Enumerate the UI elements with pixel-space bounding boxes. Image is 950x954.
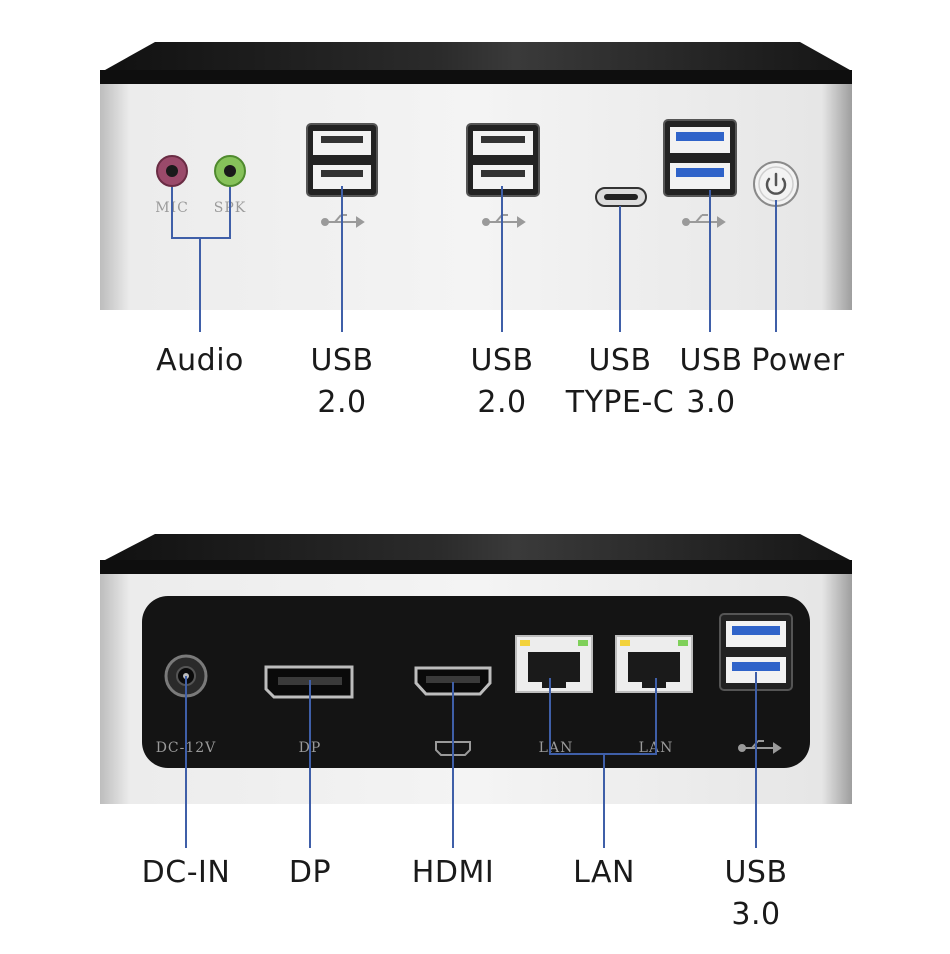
callout-usb3-rear-line-2: 3.0 [731, 897, 781, 932]
usb3-front-port-icon [663, 119, 737, 197]
usb2-port-b-icon [466, 123, 540, 197]
lan-port-1-icon [515, 635, 593, 693]
front-callout-lines [171, 186, 777, 332]
speaker-jack-icon [214, 155, 246, 187]
callout-dp: DP [270, 852, 350, 894]
callout-audio-line-1: Audio [156, 343, 244, 378]
callout-usb2-b-line-1: USB [470, 343, 534, 378]
mic-jack-icon [156, 155, 188, 187]
callout-usb3-front: USB 3.0 [676, 340, 746, 424]
rear-chassis-top [105, 534, 850, 560]
callout-power-line-1: Power [751, 343, 845, 378]
callout-dc-in-line-1: DC-IN [141, 855, 231, 890]
callout-dc-in: DC-IN [126, 852, 246, 894]
callout-usb-typec-line-2: TYPE-C [565, 385, 675, 420]
callout-power: Power [746, 340, 850, 382]
callout-usb2-a-line-2: 2.0 [317, 385, 367, 420]
lan-port-2-icon [615, 635, 693, 693]
lan1-port-label: LAN [539, 740, 574, 756]
callout-dp-line-1: DP [288, 855, 332, 890]
callout-hdmi: HDMI [393, 852, 513, 894]
rear-chassis-lip [100, 560, 852, 574]
callout-lan-line-1: LAN [573, 855, 635, 890]
hdmi-port-icon [414, 666, 492, 696]
callout-usb2-b: USB 2.0 [452, 340, 552, 424]
usb-logo-icon [682, 214, 726, 228]
front-chassis-top [105, 42, 850, 70]
callout-lan: LAN [554, 852, 654, 894]
rear-callout-lines [185, 672, 757, 848]
callout-usb2-b-line-2: 2.0 [477, 385, 527, 420]
callout-usb3-rear: USB 3.0 [706, 852, 806, 936]
callout-usb3-front-line-1: USB [679, 343, 743, 378]
hdmi-logo-icon [435, 741, 471, 756]
callout-usb3-front-line-2: 3.0 [686, 385, 736, 420]
front-chassis-lip [100, 70, 852, 84]
callout-usb-typec: USB TYPE-C [560, 340, 680, 424]
callout-usb2-a-line-1: USB [310, 343, 374, 378]
callout-usb-typec-line-1: USB [588, 343, 652, 378]
usb-typec-port-icon [595, 187, 647, 207]
usb3-rear-port-icon [719, 613, 793, 691]
usb2-port-a-icon [306, 123, 378, 197]
callout-hdmi-line-1: HDMI [411, 855, 495, 890]
callout-audio: Audio [148, 340, 252, 382]
power-button-icon [753, 161, 799, 207]
callout-usb2-a: USB 2.0 [292, 340, 392, 424]
callout-usb3-rear-line-1: USB [724, 855, 788, 890]
usb-logo-icon [738, 740, 782, 754]
